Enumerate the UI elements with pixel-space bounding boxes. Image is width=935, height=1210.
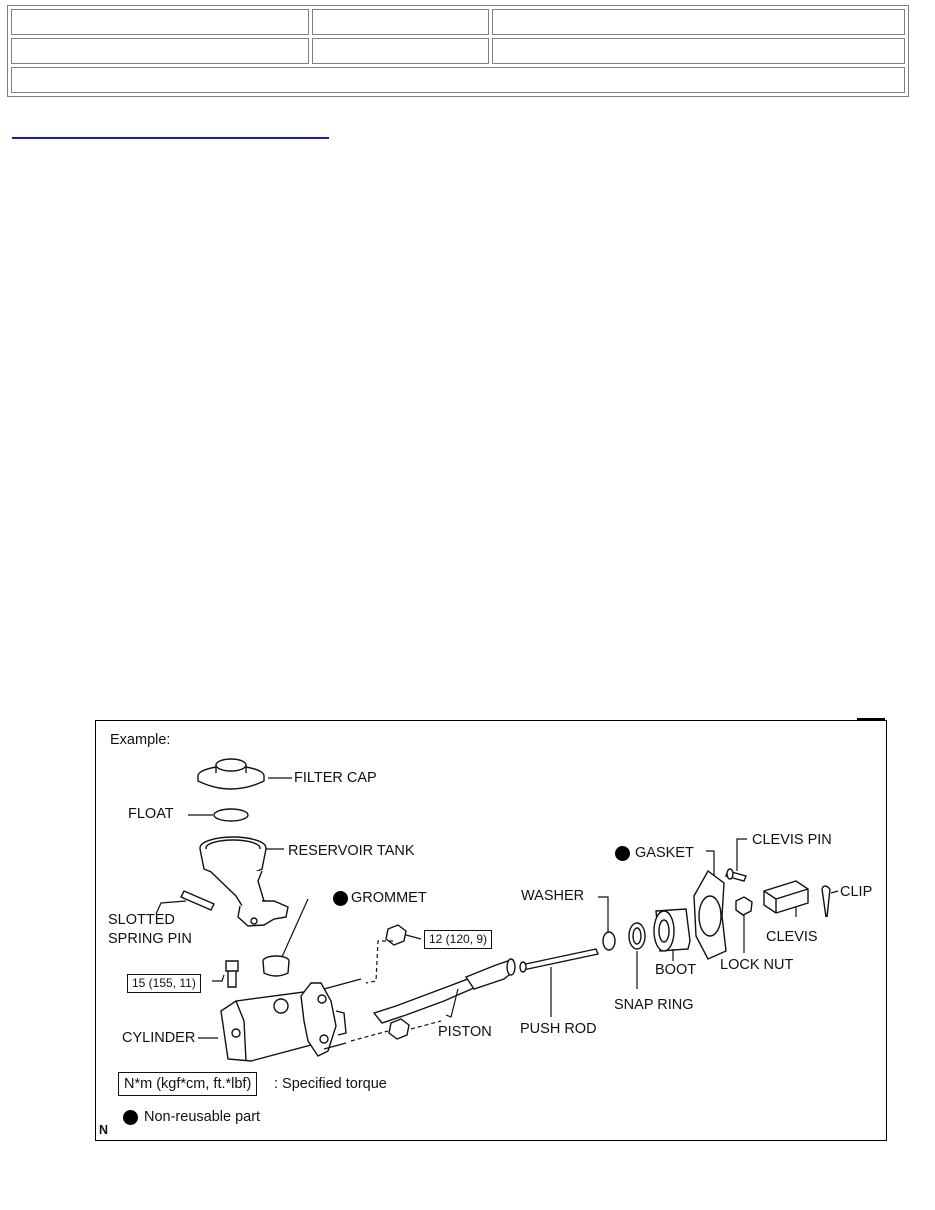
header-cell (312, 9, 489, 35)
non-reusable-dot-grommet (333, 891, 348, 906)
washer-label: WASHER (521, 888, 585, 904)
clip-label: CLIP (840, 884, 873, 900)
float-shape (213, 808, 249, 822)
legend-torque-desc: : Specified torque (274, 1076, 387, 1092)
spring-pin-shape (180, 890, 215, 911)
clevis-shape (763, 880, 809, 914)
header-cell (312, 38, 489, 64)
slotted-spring-pin-label-line2: SPRING PIN (108, 931, 192, 947)
float-label: FLOAT (128, 806, 174, 822)
parts-illustration (155, 758, 839, 1062)
piston-label: PISTON (438, 1024, 492, 1040)
push-rod-label: PUSH ROD (520, 1021, 597, 1037)
mount-nut-lower (388, 1018, 410, 1040)
header-table (7, 5, 909, 97)
snap-ring-label: SNAP RING (614, 997, 694, 1013)
parts-diagram: Example: FILTER CAP FLOAT RESERVOIR TANK… (95, 720, 887, 1141)
union-bolt-shape (225, 960, 239, 988)
example-label: Example: (110, 732, 171, 748)
grommet-label: GROMMET (351, 890, 427, 906)
header-cell (492, 9, 905, 35)
header-cell (11, 9, 309, 35)
hyperlink-underline[interactable] (12, 137, 329, 139)
reservoir-tank-label: RESERVOIR TANK (288, 843, 415, 859)
clevis-pin-label: CLEVIS PIN (752, 832, 832, 848)
header-row (11, 67, 905, 93)
piston-spring-shape (372, 978, 478, 1024)
legend-non-reusable-dot (123, 1110, 138, 1125)
header-cell (492, 38, 905, 64)
clevis-label: CLEVIS (766, 929, 818, 945)
lock-nut-label: LOCK NUT (720, 957, 794, 973)
header-row (11, 9, 905, 35)
clip-shape (821, 885, 831, 918)
boot-label: BOOT (655, 962, 697, 978)
legend-torque-box: N*m (kgf*cm, ft.*lbf) (118, 1072, 258, 1097)
lock-nut-shape (735, 896, 753, 916)
cylinder-label: CYLINDER (122, 1030, 196, 1046)
torque-box-union-bolt: 15 (155, 11) (127, 974, 201, 993)
stud-upper (323, 978, 362, 990)
slotted-spring-pin-label-line1: SLOTTED (108, 912, 175, 928)
washer-shape (602, 931, 616, 951)
mount-nut-upper (385, 924, 407, 946)
header-row (11, 38, 905, 64)
non-reusable-dot-gasket (615, 846, 630, 861)
stud-lower (323, 1042, 347, 1050)
header-cell (11, 67, 905, 93)
figure-corner-mark (857, 718, 885, 720)
figure-code-letter: N (99, 1123, 109, 1137)
header-cell (11, 38, 309, 64)
torque-box-mount-nut: 12 (120, 9) (424, 930, 493, 949)
filter-cap-label: FILTER CAP (294, 770, 377, 786)
gasket-label: GASKET (635, 845, 694, 861)
legend-non-reusable-label: Non-reusable part (144, 1109, 261, 1125)
push-rod-shape (520, 948, 599, 971)
